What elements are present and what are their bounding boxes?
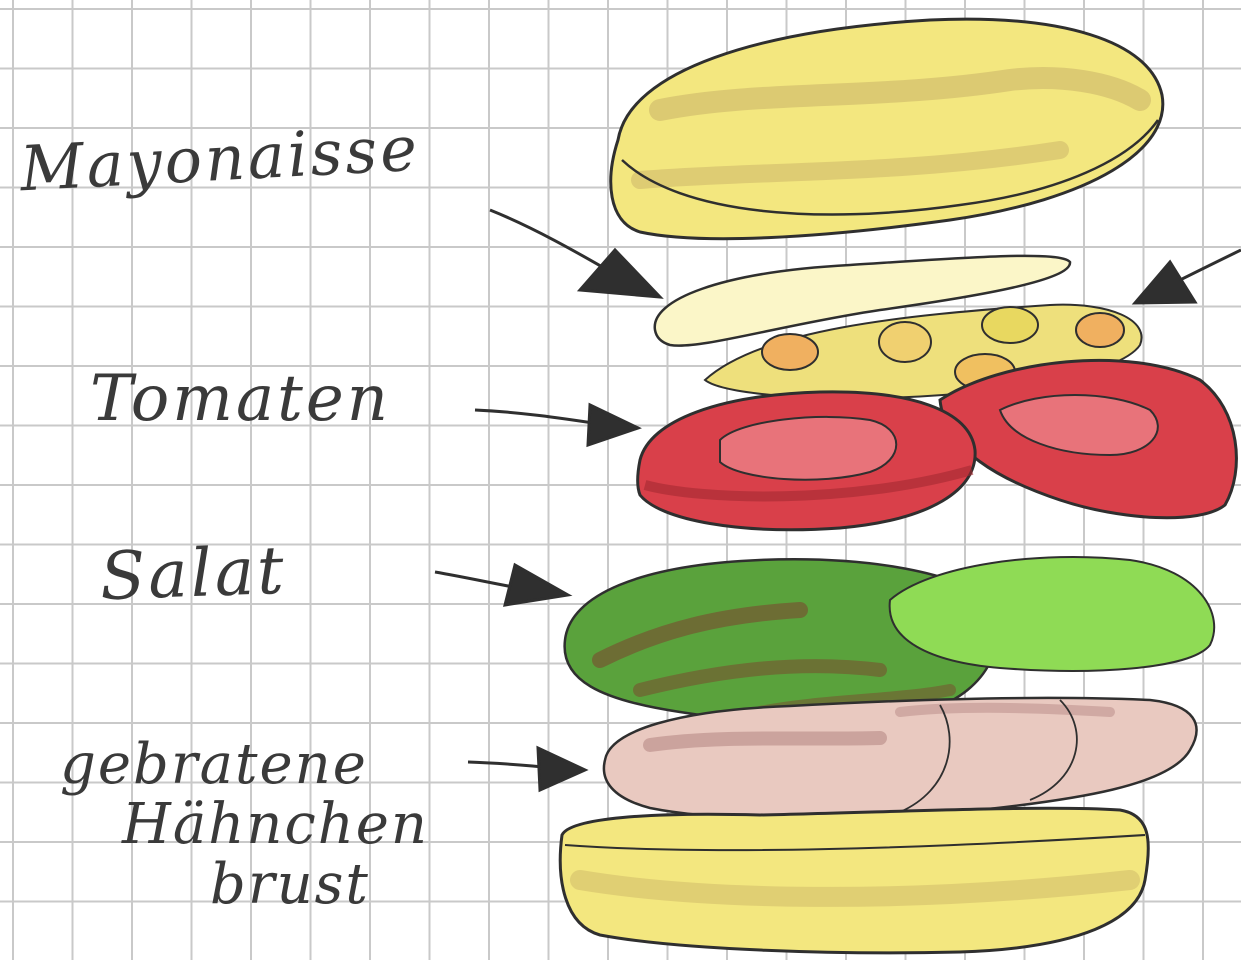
bottom-bun bbox=[558, 806, 1150, 955]
cheese-arrow bbox=[1131, 248, 1241, 305]
tomato-layer bbox=[636, 358, 1238, 532]
chicken-breast-label: gebratene Hähnchen brust bbox=[60, 735, 429, 915]
mayonnaise-layer bbox=[653, 254, 1072, 347]
chicken-arrow bbox=[467, 745, 589, 793]
top-bun bbox=[609, 17, 1165, 241]
chicken-label-line-1: gebratene bbox=[60, 732, 368, 797]
chicken-breast-layer bbox=[602, 696, 1198, 821]
chicken-label-line-3: brust bbox=[210, 852, 370, 917]
lettuce-label: Salat bbox=[98, 531, 288, 616]
tomatoes-label: Tomaten bbox=[90, 362, 391, 436]
lettuce-arrow bbox=[434, 562, 573, 607]
chicken-label-line-2: Hähnchen bbox=[122, 792, 429, 857]
mayonnaise-arrow bbox=[489, 208, 664, 299]
lettuce-layer bbox=[563, 555, 1216, 724]
tomatoes-arrow bbox=[474, 402, 642, 448]
